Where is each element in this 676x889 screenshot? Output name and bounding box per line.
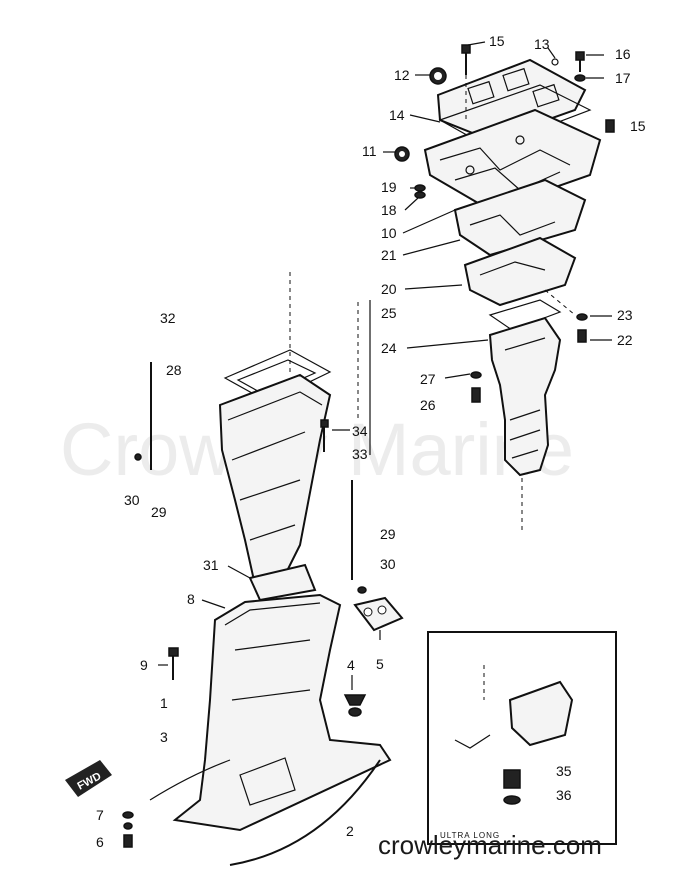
callout-18: 18: [381, 202, 397, 218]
callout-29-left: 29: [151, 504, 167, 520]
callout-1: 1: [160, 695, 168, 711]
lower-case-body: [172, 593, 392, 832]
callout-8: 8: [187, 591, 195, 607]
callout-6: 6: [96, 834, 104, 850]
callout-12: 12: [394, 67, 410, 83]
callout-2: 2: [346, 823, 354, 839]
lower-casing: FWD: [65, 593, 404, 866]
callout-10: 10: [381, 225, 397, 241]
callout-34: 34: [352, 423, 368, 439]
lower-cover: [239, 757, 296, 806]
callout-11: 11: [362, 143, 377, 159]
callout-27: 27: [420, 371, 436, 387]
website-text: crowleymarine.com: [378, 830, 602, 860]
callout-32: 32: [160, 310, 176, 326]
callout-24: 24: [381, 340, 397, 356]
leader-lines: [158, 41, 612, 690]
callout-36: 36: [556, 787, 572, 803]
upper-mount-assembly: [394, 44, 615, 530]
callout-19: 19: [381, 179, 397, 195]
gasket-25: [488, 299, 562, 331]
callout-33: 33: [352, 446, 368, 462]
callout-15-right: 15: [630, 118, 646, 134]
callout-5: 5: [376, 656, 384, 672]
callout-20: 20: [381, 281, 397, 297]
callout-13: 13: [534, 36, 550, 52]
inset-bushing: [503, 769, 521, 789]
callout-7: 7: [96, 807, 104, 823]
callout-16: 16: [615, 46, 631, 62]
splash-plate: [229, 759, 381, 866]
callout-22: 22: [617, 332, 633, 348]
callout-17: 17: [615, 70, 631, 86]
plate-5: [353, 596, 404, 632]
callout-30-right: 30: [380, 556, 396, 572]
ultra-long-inset: ULTRA LONG: [427, 631, 617, 845]
callout-23: 23: [617, 307, 633, 323]
callout-9: 9: [140, 657, 148, 673]
callout-15-top: 15: [489, 33, 505, 49]
plate-21: [453, 178, 587, 257]
grommet-31: [248, 563, 317, 602]
callout-4: 4: [347, 657, 355, 673]
upper-casing: [134, 272, 371, 602]
callout-35: 35: [556, 763, 572, 779]
callout-labels: 15 13 16 12 17 14 15 11 19 18 10 21 20 2…: [96, 33, 646, 850]
inset-label: ULTRA LONG: [440, 831, 500, 840]
fwd-badge: [65, 760, 112, 797]
callout-29-right: 29: [380, 526, 396, 542]
exhaust-guide: [463, 236, 577, 307]
callout-3: 3: [160, 729, 168, 745]
exhaust-pipe: [488, 316, 562, 477]
callout-26: 26: [420, 397, 436, 413]
callout-28: 28: [166, 362, 182, 378]
callout-14: 14: [389, 107, 405, 123]
callout-31: 31: [203, 557, 219, 573]
inset-cover: [508, 680, 574, 747]
callout-30-left: 30: [124, 492, 140, 508]
callout-25: 25: [381, 305, 397, 321]
callout-21: 21: [381, 247, 397, 263]
